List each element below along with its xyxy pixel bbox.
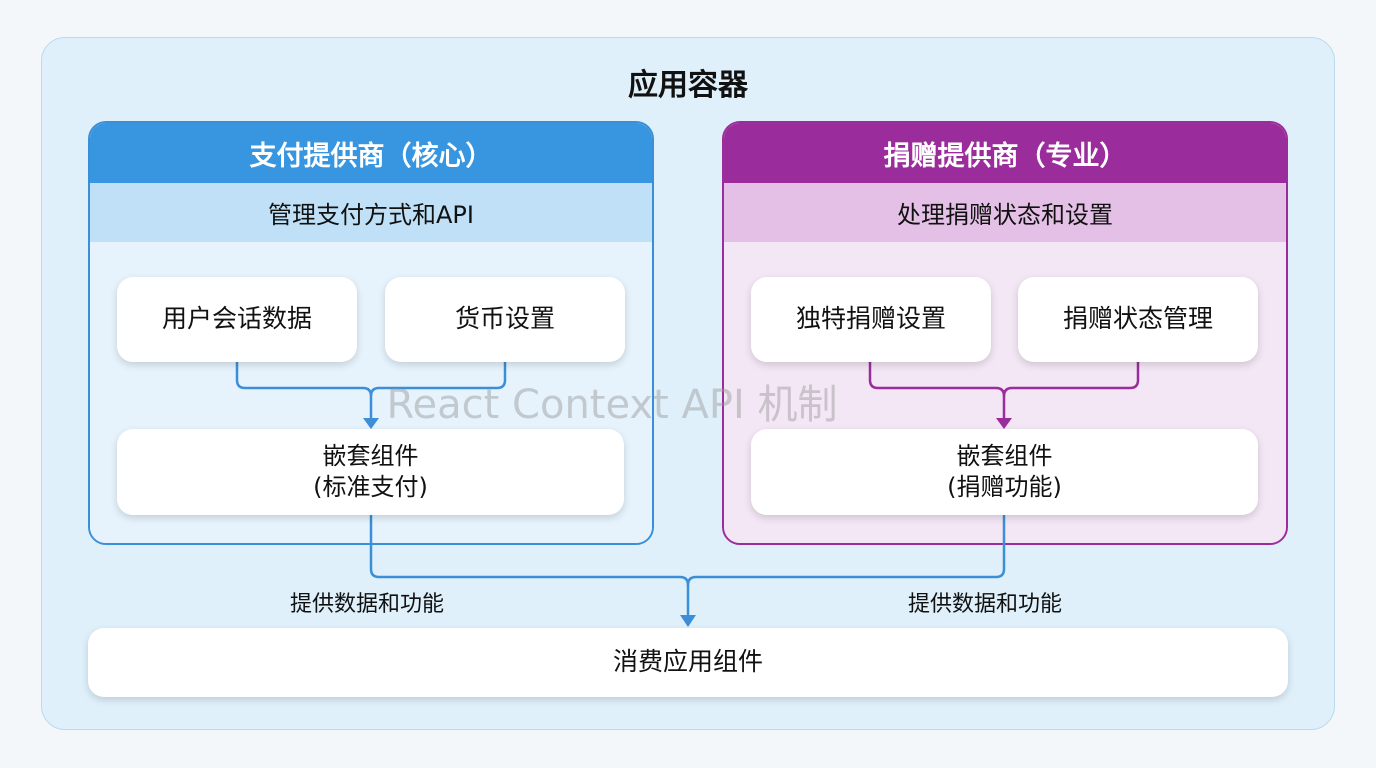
flow-label-left: 提供数据和功能 [290,592,445,617]
arrow-head-bottom [680,615,696,627]
consumer-component-box: 消费应用组件 [88,628,1288,697]
nested-label: 嵌套组件 [322,441,419,470]
connector-donation-nested-down [686,515,1006,586]
nested-component-standard-payment: 嵌套组件 (标准支付) [117,429,624,515]
donation-provider-header: 捐赠提供商（专业） [724,123,1286,183]
container-title: 应用容器 [628,68,748,103]
nested-sublabel: (标准支付) [313,473,428,501]
nested-label: 嵌套组件 [956,441,1053,470]
nested-component-donation: 嵌套组件 (捐赠功能) [751,429,1258,515]
nested-sublabel: (捐赠功能) [947,473,1062,501]
connector-user-session [235,362,373,420]
payment-provider-subtitle: 管理支付方式和API [90,183,652,242]
connector-unique-donation [868,362,1006,420]
payment-provider-header: 支付提供商（核心） [90,123,652,183]
unique-donation-settings-box: 独特捐赠设置 [751,277,991,362]
arrow-head-left [363,418,379,429]
donation-state-management-box: 捐赠状态管理 [1018,277,1258,362]
connector-donation-state [1002,362,1140,397]
user-session-data-box: 用户会话数据 [117,277,357,362]
connector-currency [369,362,507,397]
donation-provider-subtitle: 处理捐赠状态和设置 [724,183,1286,242]
currency-settings-box: 货币设置 [385,277,625,362]
arrow-head-right [996,418,1012,429]
flow-label-right: 提供数据和功能 [908,592,1063,617]
